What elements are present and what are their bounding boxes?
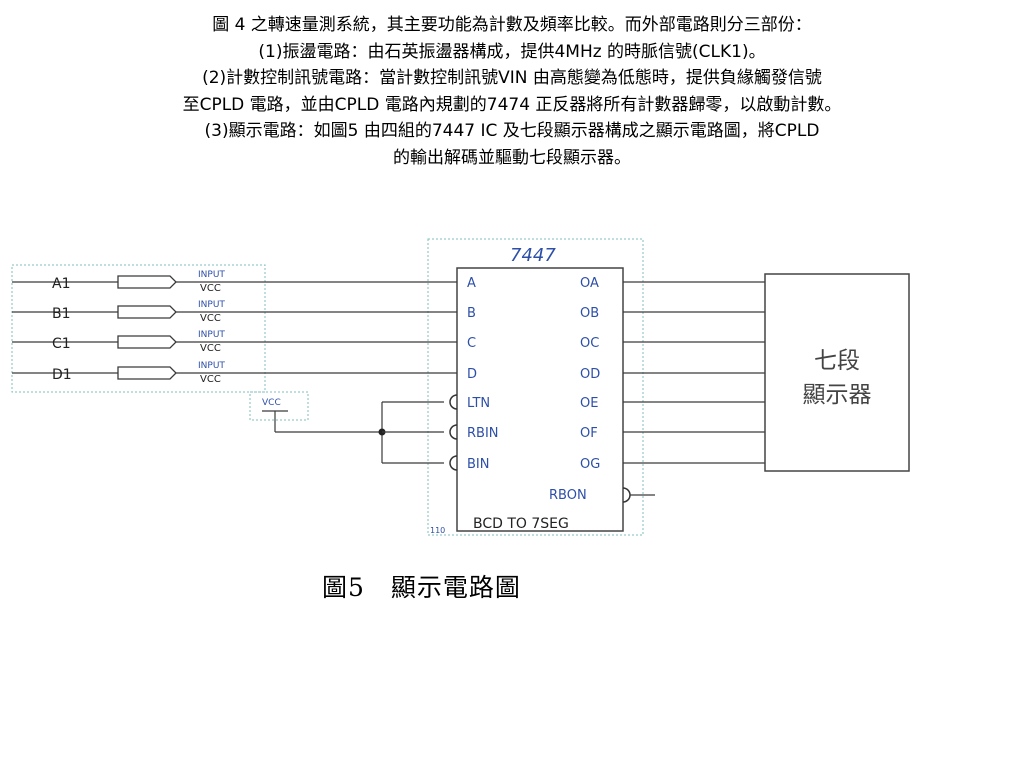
control-bus: [378, 394, 458, 471]
input-vcc-label: VCC: [200, 374, 221, 385]
chip-pin-d: D: [467, 367, 477, 382]
input-pin-shape: [117, 275, 177, 289]
chip-pin-oc: OC: [580, 336, 599, 351]
input-pin-shape: [117, 305, 177, 319]
inversion-bubble: [449, 394, 458, 410]
chip-pin-rbon: RBON: [549, 488, 587, 503]
input-type-label: INPUT: [198, 361, 225, 371]
chip-frame: [427, 238, 644, 536]
instance-id: 110: [430, 526, 445, 535]
input-type-label: INPUT: [198, 330, 225, 340]
chip-name: 7447: [510, 245, 556, 266]
chip-pin-bin: BIN: [467, 457, 489, 472]
inversion-bubble: [449, 455, 458, 471]
input-ports: A1 INPUT VCC B1 INPUT VCC C1 INPUT VCC: [12, 270, 457, 385]
input-pin-shape: [117, 366, 177, 380]
input-type-label: INPUT: [198, 300, 225, 310]
chip-body: [456, 267, 624, 532]
chip-pin-c: C: [467, 336, 476, 351]
chip-pin-od: OD: [580, 367, 600, 382]
rbon-bubble: [622, 487, 631, 503]
chip-pin-oe: OE: [580, 396, 598, 411]
input-label-b1: B1: [52, 306, 71, 322]
input-port-d1: D1 INPUT VCC: [12, 361, 457, 385]
inversion-bubble: [449, 424, 458, 440]
input-vcc-label: VCC: [200, 283, 221, 294]
vcc-frame: [249, 391, 309, 421]
chip-pin-oa: OA: [580, 276, 599, 291]
input-port-c1: C1 INPUT VCC: [12, 330, 457, 354]
output-wires: [623, 281, 765, 464]
chip-pin-of: OF: [580, 426, 598, 441]
vcc-label: VCC: [262, 398, 281, 408]
chip-pin-a: A: [467, 276, 476, 291]
input-port-a1: A1 INPUT VCC: [12, 270, 457, 294]
chip-pin-ob: OB: [580, 306, 599, 321]
paragraph-line: 圖 4 之轉速量測系統，其主要功能為計數及頻率比較。而外部電路則分三部份：: [212, 15, 812, 35]
input-vcc-label: VCC: [200, 343, 221, 354]
input-label-d1: D1: [52, 367, 72, 383]
figure-caption: 圖5 顯示電路圖: [322, 573, 521, 602]
vcc-source: VCC: [262, 398, 382, 433]
description-paragraph: 圖 4 之轉速量測系統，其主要功能為計數及頻率比較。而外部電路則分三部份： (1…: [0, 12, 1024, 171]
input-ports-frame: [11, 264, 266, 393]
paragraph-line: 的輸出解碼並驅動七段顯示器。: [393, 147, 631, 168]
paragraph-line: (3)顯示電路：如圖5 由四組的7447 IC 及七段顯示器構成之顯示電路圖，將…: [204, 121, 820, 141]
chip-pin-b: B: [467, 306, 476, 321]
input-label-c1: C1: [52, 336, 71, 352]
chip-function-label: BCD TO 7SEG: [473, 516, 569, 532]
display-label-line2: 顯示器: [803, 382, 872, 408]
chip-pin-ltn: LTN: [467, 396, 490, 411]
circuit-diagram: 7447 A1 INPUT VCC B1 INPUT VCC C1 INPUT: [11, 238, 910, 536]
paragraph-line: (1)振盪電路：由石英振盪器構成，提供4MHz 的時脈信號(CLK1)。: [258, 41, 766, 62]
input-label-a1: A1: [52, 276, 70, 292]
chip-pin-og: OG: [580, 457, 600, 472]
seven-segment-display: [764, 273, 910, 472]
input-port-b1: B1 INPUT VCC: [12, 300, 457, 324]
paragraph-line: 至CPLD 電路，並由CPLD 電路內規劃的7474 正反器將所有計數器歸零，以…: [182, 94, 842, 115]
input-type-label: INPUT: [198, 270, 225, 280]
chip-pin-rbin: RBIN: [467, 426, 499, 441]
input-pin-shape: [117, 335, 177, 349]
paragraph-line: (2)計數控制訊號電路：當計數控制訊號VIN 由高態變為低態時，提供負緣觸發信號: [202, 68, 822, 88]
display-label-line1: 七段: [814, 348, 860, 374]
input-vcc-label: VCC: [200, 313, 221, 324]
